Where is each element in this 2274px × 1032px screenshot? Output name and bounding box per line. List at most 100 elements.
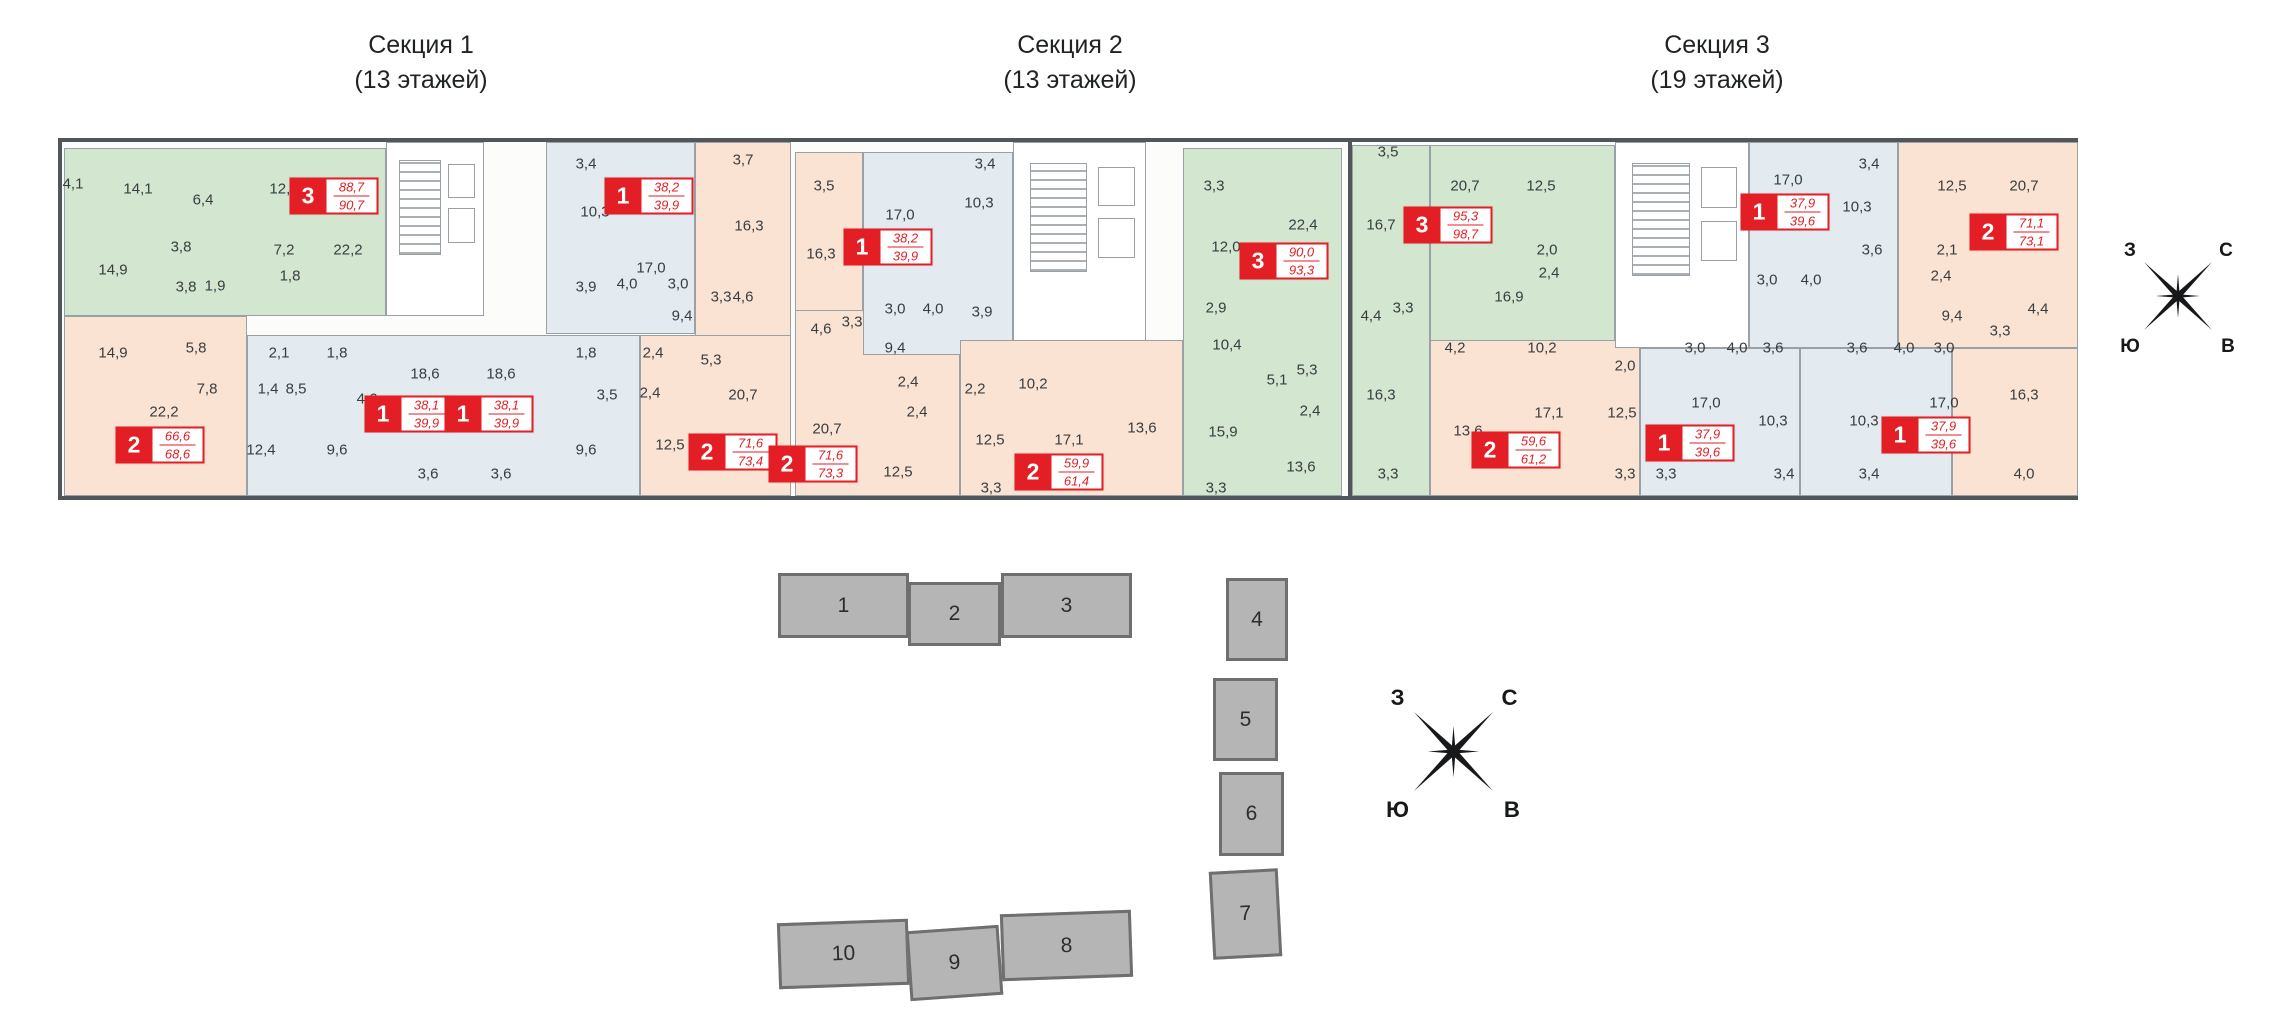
apartment-area-living: 59,6 bbox=[1515, 434, 1552, 451]
room-area-label: 15,9 bbox=[1208, 423, 1238, 441]
room-area-label: 20,7 bbox=[1450, 177, 1480, 195]
stair-core bbox=[1615, 142, 1749, 348]
site-plan-block[interactable]: 2 bbox=[908, 582, 1001, 646]
room-area-label: 9,4 bbox=[884, 339, 906, 357]
compass-east-label: В bbox=[1504, 797, 1520, 822]
room-area-label: 4,0 bbox=[1893, 339, 1915, 357]
room-area-label: 4,6 bbox=[732, 288, 754, 306]
room-area-label: 10,2 bbox=[1527, 339, 1557, 357]
room-area-label: 3,3 bbox=[980, 479, 1002, 497]
room-area-label: 12,5 bbox=[975, 431, 1005, 449]
apartment-area-living: 71,6 bbox=[732, 436, 769, 453]
site-plan-block[interactable]: 7 bbox=[1208, 868, 1283, 960]
room-area-label: 17,0 bbox=[1929, 394, 1959, 412]
apartment-area-living: 38,1 bbox=[408, 398, 445, 415]
apartment-room-count: 2 bbox=[768, 445, 806, 483]
apartment-area-total: 61,4 bbox=[1063, 473, 1090, 489]
room-area-label: 22,4 bbox=[1288, 216, 1318, 234]
room-area-label: 3,9 bbox=[575, 278, 597, 296]
apartment-area-total: 39,9 bbox=[493, 415, 520, 431]
room-area-label: 14,9 bbox=[98, 261, 128, 279]
site-plan-block[interactable]: 4 bbox=[1226, 578, 1288, 661]
site-plan-block[interactable]: 10 bbox=[776, 918, 911, 990]
room-area-label: 18,6 bbox=[410, 365, 440, 383]
room-area-label: 12,5 bbox=[1607, 404, 1637, 422]
apartment-area-living: 95,3 bbox=[1447, 209, 1484, 226]
room-area-label: 3,0 bbox=[1756, 271, 1778, 289]
room-area-label: 22,2 bbox=[333, 241, 363, 259]
compass-south-label: Ю bbox=[2120, 336, 2140, 357]
apartment-area-total: 39,6 bbox=[1694, 444, 1721, 460]
apartment-room-count: 1 bbox=[1881, 416, 1919, 454]
section-1-title: Секция 1 bbox=[368, 31, 474, 59]
room-area-label: 3,0 bbox=[1933, 339, 1955, 357]
compass-rose-icon: З С Ю В bbox=[2120, 240, 2235, 357]
room-area-label: 4,0 bbox=[1726, 339, 1748, 357]
apartment-area-living: 90,0 bbox=[1283, 245, 1320, 262]
room-area-label: 8,5 bbox=[285, 380, 307, 398]
room-area-label: 3,3 bbox=[1655, 465, 1677, 483]
stairs-icon bbox=[398, 160, 441, 255]
apartment-room-count: 1 bbox=[444, 395, 482, 433]
apartment-area-total: 39,6 bbox=[1789, 213, 1816, 229]
apartment-room-count: 2 bbox=[1471, 431, 1509, 469]
apartment-area-total: 98,7 bbox=[1452, 226, 1479, 242]
room-area-label: 5,8 bbox=[185, 339, 207, 357]
room-area-label: 1,8 bbox=[326, 344, 348, 362]
apartment-room-count: 3 bbox=[289, 177, 327, 215]
section-2-floors: (13 этажей) bbox=[1003, 66, 1137, 94]
room-area-label: 18,6 bbox=[486, 365, 516, 383]
room-area-label: 2,4 bbox=[1930, 267, 1952, 285]
site-plan-block[interactable]: 6 bbox=[1219, 772, 1284, 856]
room-area-label: 3,3 bbox=[1392, 299, 1414, 317]
apartment-area-total: 93,3 bbox=[1288, 262, 1315, 278]
room-area-label: 3,6 bbox=[490, 465, 512, 483]
room-area-label: 7,2 bbox=[273, 241, 295, 259]
site-plan-block[interactable]: 9 bbox=[905, 924, 1004, 1002]
apartment-area bbox=[1430, 145, 1615, 350]
site-plan-block[interactable]: 3 bbox=[1001, 573, 1132, 638]
room-area-label: 1,9 bbox=[204, 277, 226, 295]
apartment-area-total: 73,3 bbox=[817, 465, 844, 481]
section-3-floors: (19 этажей) bbox=[1650, 66, 1784, 94]
apartment-area-total: 39,9 bbox=[653, 197, 680, 213]
apartment-room-count: 2 bbox=[1014, 453, 1052, 491]
site-plan-block[interactable]: 5 bbox=[1213, 678, 1278, 761]
site-plan-block[interactable]: 1 bbox=[778, 573, 909, 638]
apartment-area bbox=[1952, 348, 2078, 496]
stairs-icon bbox=[1631, 163, 1690, 276]
compass-north-label: С bbox=[1501, 685, 1517, 710]
apartment-area-living: 37,9 bbox=[1925, 419, 1962, 436]
room-area-label: 10,3 bbox=[964, 194, 994, 212]
room-area-label: 17,1 bbox=[1054, 431, 1084, 449]
apartment-area-total: 39,9 bbox=[892, 248, 919, 264]
room-area-label: 2,4 bbox=[642, 344, 664, 362]
room-area-label: 16,3 bbox=[806, 245, 836, 263]
apartment-area-total: 39,6 bbox=[1930, 436, 1957, 452]
room-area-label: 17,0 bbox=[636, 259, 666, 277]
site-plan-block[interactable]: 8 bbox=[999, 909, 1134, 982]
apartment-area-living: 37,9 bbox=[1784, 196, 1821, 213]
